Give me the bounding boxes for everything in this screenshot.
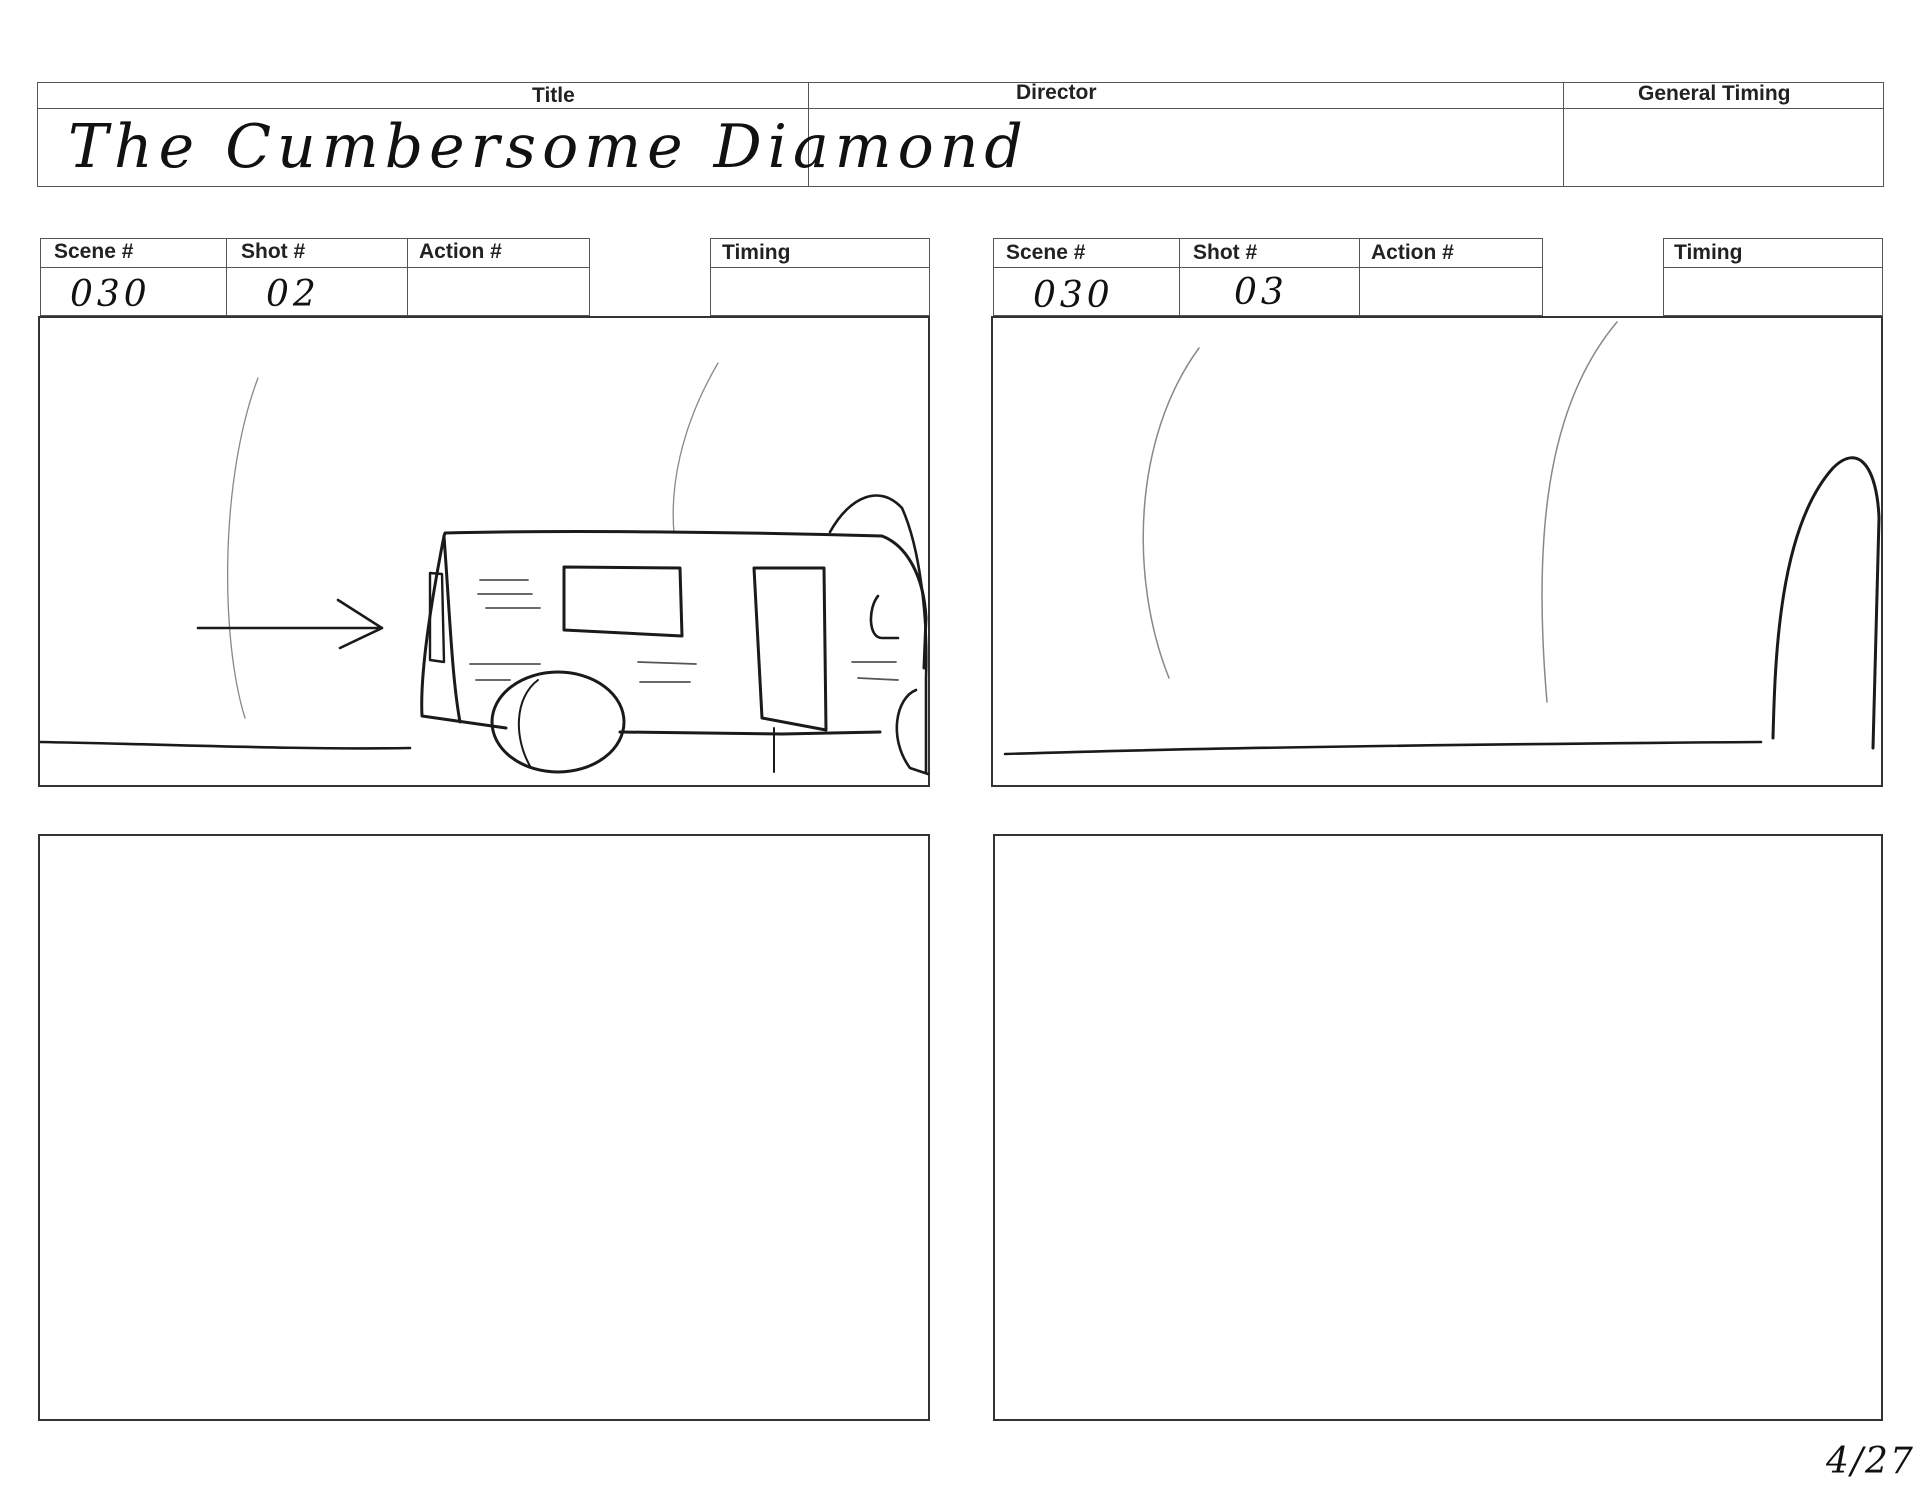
shot-1-scene-label: Scene # <box>54 240 134 263</box>
storyboard-panel-3[interactable] <box>38 834 930 1421</box>
shot-1-col-divider-2 <box>407 238 408 316</box>
speed-lines <box>469 579 899 683</box>
shot-2-timing-label: Timing <box>1674 241 1743 264</box>
bus-front <box>420 534 882 736</box>
shot-2-action-label: Action # <box>1371 241 1454 264</box>
general-timing-label: General Timing <box>1638 82 1791 105</box>
shot-2-info-divider <box>993 267 1543 268</box>
shot-1-timing-divider <box>710 267 930 268</box>
bus-body <box>442 530 928 670</box>
bus-window <box>562 565 684 638</box>
title-field[interactable]: The Cumbersome Diamond <box>68 112 1029 182</box>
panel-2-sketch <box>1003 321 1881 756</box>
shot-2-col-divider-1 <box>1179 238 1180 316</box>
shot-1-col-divider-1 <box>226 238 227 316</box>
shot-1-info-divider <box>40 267 590 268</box>
bus-front-mark <box>869 594 900 640</box>
construction-arc <box>1142 347 1200 679</box>
bus-rear-window <box>428 571 446 664</box>
shot-2-shot-label: Shot # <box>1193 241 1258 264</box>
shot-2-timing-divider <box>1663 267 1883 268</box>
bus-roof-bump <box>828 494 928 775</box>
shot-2-timing-table <box>1663 238 1883 316</box>
shot-1-scene-field[interactable]: 030 <box>70 274 151 315</box>
shot-2-col-divider-2 <box>1359 238 1360 316</box>
shot-1-info-table <box>40 238 590 316</box>
shot-2-scene-field[interactable]: 030 <box>1033 275 1114 316</box>
ground-line <box>1003 740 1763 756</box>
bus-wheel <box>490 670 626 774</box>
tunnel-arch <box>1771 456 1881 750</box>
shot-2-scene-label: Scene # <box>1006 241 1086 264</box>
header-col-divider-1 <box>808 82 809 187</box>
construction-arc <box>672 362 719 534</box>
shot-1-shot-label: Shot # <box>241 240 306 263</box>
page-number: 4/27 <box>1826 1441 1915 1482</box>
shot-1-timing-table <box>710 238 930 316</box>
header-col-divider-2 <box>1563 82 1564 187</box>
motion-arrow-icon <box>196 598 384 650</box>
bus-wheel-inner <box>517 679 539 767</box>
director-label: Director <box>1016 81 1097 104</box>
storyboard-panel-1[interactable] <box>38 316 930 787</box>
panel-1-sketch <box>40 362 930 776</box>
header-table <box>37 82 1884 187</box>
construction-arc <box>1541 321 1618 703</box>
bus-front-wheel <box>895 688 930 776</box>
ground-line <box>40 740 412 750</box>
shot-1-action-label: Action # <box>419 240 502 263</box>
shot-1-shot-field[interactable]: 02 <box>266 274 320 315</box>
header-divider <box>37 108 1884 109</box>
storyboard-panel-4[interactable] <box>993 834 1883 1421</box>
construction-arc <box>227 377 259 719</box>
shot-2-info-table <box>993 238 1543 316</box>
storyboard-panel-2[interactable] <box>991 316 1883 787</box>
shot-2-shot-field[interactable]: 03 <box>1234 272 1288 313</box>
title-label: Title <box>532 84 575 107</box>
bus-door <box>752 566 828 732</box>
shot-1-timing-label: Timing <box>722 241 791 264</box>
